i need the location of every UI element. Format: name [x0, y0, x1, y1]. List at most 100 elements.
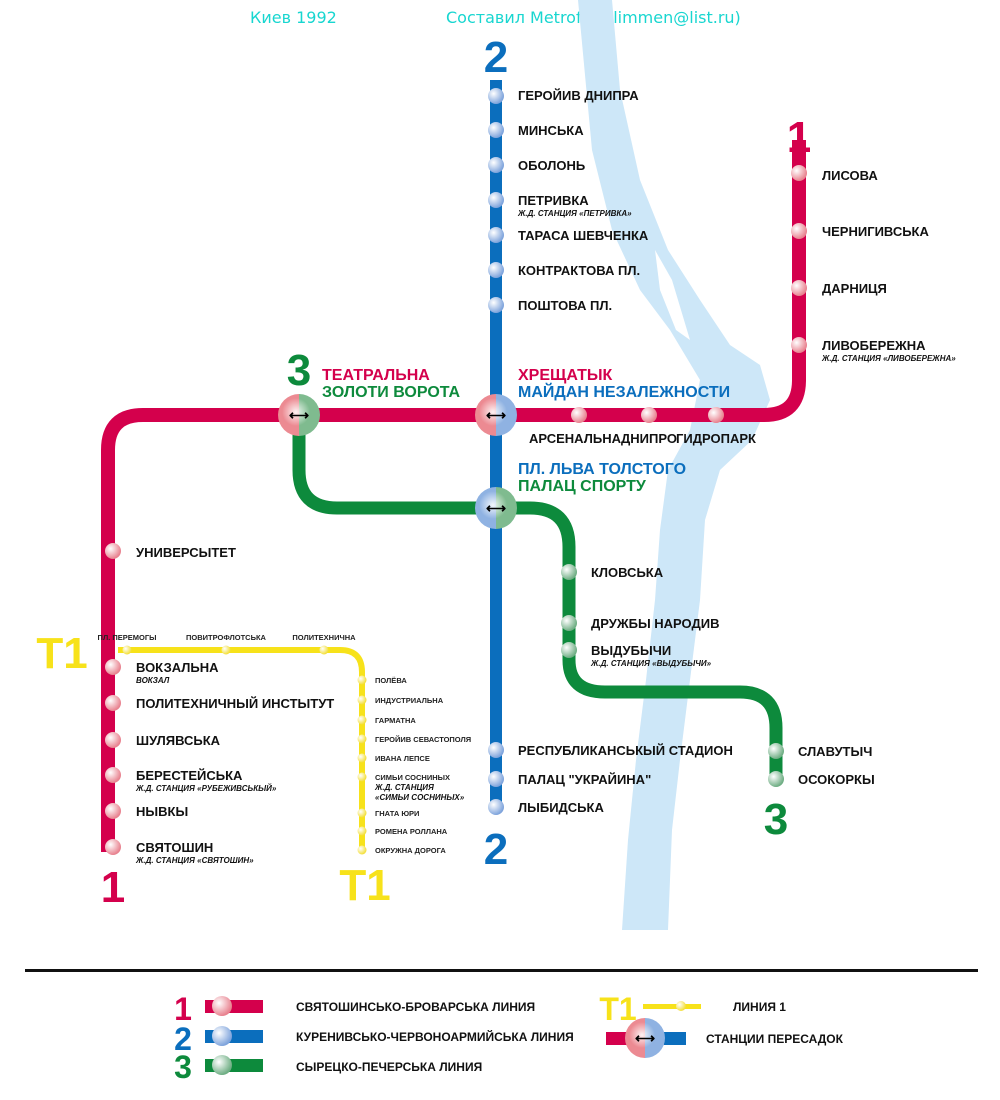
station-marker[interactable]: [791, 165, 807, 181]
station-marker[interactable]: [105, 659, 121, 675]
station-marker[interactable]: [488, 192, 504, 208]
station-marker[interactable]: [105, 732, 121, 748]
station-marker[interactable]: [357, 772, 367, 782]
station-marker[interactable]: [791, 280, 807, 296]
station-marker[interactable]: [488, 742, 504, 758]
station-t1[interactable]: РОМЕНА РОЛЛАНА: [357, 826, 448, 837]
station-marker[interactable]: [105, 767, 121, 783]
station-label: ИВАНА ЛЕПСЕ: [375, 754, 430, 763]
interchange-tolstoho[interactable]: ⟷: [475, 487, 517, 529]
station-marker[interactable]: [357, 675, 367, 685]
station-t1[interactable]: ГАРМАТНА: [357, 715, 417, 726]
station-line2[interactable]: ГЕРОЙИВ ДНИПРА: [488, 88, 639, 104]
station-line1[interactable]: УНИВЕРСЫТЕТ: [105, 543, 236, 560]
station-marker[interactable]: [488, 262, 504, 278]
station-marker[interactable]: [768, 743, 784, 759]
station-line3[interactable]: ДРУЖБЫ НАРОДИВ: [561, 615, 720, 631]
station-marker[interactable]: [357, 753, 367, 763]
station-marker[interactable]: [708, 407, 724, 423]
legend-line-1-label: СВЯТОШИНСЬКО-БРОВАРСЬКА ЛИНИЯ: [296, 1000, 535, 1014]
station-marker[interactable]: [105, 839, 121, 855]
station-t1[interactable]: ИНДУСТРИАЛЬНА: [357, 695, 444, 706]
station-marker[interactable]: [488, 297, 504, 313]
station-line2[interactable]: ПАЛАЦ "УКРАЙИНА": [488, 771, 651, 787]
station-marker[interactable]: [357, 845, 367, 855]
station-marker[interactable]: [791, 337, 807, 353]
station-marker[interactable]: [791, 223, 807, 239]
station-marker[interactable]: [357, 695, 367, 705]
station-t1[interactable]: ОКРУЖНА ДОРОГА: [357, 845, 447, 856]
station-t1[interactable]: ГЕРОЙИВ СЕВАСТОПОЛЯ: [357, 734, 472, 745]
station-t1[interactable]: ПОВИТРОФЛОТСЬКА: [186, 633, 267, 655]
station-line1[interactable]: ПОЛИТЕХНИЧНЫЙ ИНСТЫТУТ: [105, 695, 334, 711]
station-marker[interactable]: [488, 771, 504, 787]
line-3-number-top: 3: [287, 346, 311, 395]
station-line1[interactable]: АРСЕНАЛЬНА: [529, 407, 622, 446]
station-marker[interactable]: [357, 715, 367, 725]
station-line1[interactable]: ЛИСОВА: [791, 165, 878, 183]
station-marker[interactable]: [105, 543, 121, 559]
station-t1[interactable]: ПОЛЁВА: [357, 675, 408, 686]
station-t1[interactable]: ГНАТА ЮРИ: [357, 808, 420, 819]
station-marker[interactable]: [357, 734, 367, 744]
station-line2[interactable]: РЕСПУБЛИКАНСЬКЫЙ СТАДИОН: [488, 742, 733, 758]
station-line2[interactable]: ОБОЛОНЬ: [488, 157, 585, 173]
station-label: СЛАВУТЫЧ: [798, 744, 872, 759]
river-dnipro: [578, 0, 770, 930]
station-t1[interactable]: ПЛ. ПЕРЕМОГЫ: [98, 633, 157, 655]
station-marker[interactable]: [488, 157, 504, 173]
legend-line-3-station: [212, 1055, 232, 1075]
station-marker[interactable]: [319, 645, 329, 655]
station-label: ПОЛИТЕХНИЧНЫЙ ИНСТЫТУТ: [136, 696, 334, 711]
station-line2[interactable]: ТАРАСА ШЕВЧЕНКА: [488, 227, 649, 243]
station-marker[interactable]: [571, 407, 587, 423]
station-line1[interactable]: НЫВКЫ: [105, 803, 188, 819]
station-marker[interactable]: [488, 799, 504, 815]
station-line1[interactable]: ДАРНИЦЯ: [791, 280, 887, 296]
station-t1[interactable]: ПОЛИТЕХНИЧНА: [292, 633, 356, 655]
interchange-label-palats-sportu: ПАЛАЦ СПОРТУ: [518, 478, 647, 495]
station-line1[interactable]: ШУЛЯВСЬКА: [105, 732, 221, 748]
legend-line-2-label: КУРЕНИВСЬКО-ЧЕРВОНОАРМИЙСЬКА ЛИНИЯ: [296, 1029, 574, 1044]
station-marker[interactable]: [357, 826, 367, 836]
legend: 1 СВЯТОШИНСЬКО-БРОВАРСЬКА ЛИНИЯ 2 КУРЕНИ…: [174, 991, 844, 1085]
station-label: НЫВКЫ: [136, 804, 188, 819]
station-marker[interactable]: [768, 771, 784, 787]
station-line2[interactable]: ЛЫБИДСЬКА: [488, 799, 604, 815]
interchange-khreshchatyk[interactable]: ⟷: [475, 394, 517, 436]
station-marker[interactable]: [105, 803, 121, 819]
station-marker[interactable]: [221, 645, 231, 655]
station-line3[interactable]: СЛАВУТЫЧ: [768, 743, 872, 759]
station-marker[interactable]: [488, 227, 504, 243]
station-marker[interactable]: [561, 564, 577, 580]
station-line1[interactable]: ЧЕРНИГИВСЬКА: [791, 223, 929, 239]
station-label: РЕСПУБЛИКАНСЬКЫЙ СТАДИОН: [518, 743, 733, 758]
station-marker[interactable]: [122, 645, 132, 655]
interchange-teatralna[interactable]: ⟷: [278, 394, 320, 436]
station-line3[interactable]: ОСОКОРКЫ: [768, 771, 875, 787]
station-marker[interactable]: [357, 808, 367, 818]
station-line2[interactable]: КОНТРАКТОВА ПЛ.: [488, 262, 640, 278]
station-line3[interactable]: КЛОВСЬКА: [561, 564, 664, 580]
station-marker[interactable]: [561, 642, 577, 658]
station-marker[interactable]: [105, 695, 121, 711]
station-marker[interactable]: [488, 88, 504, 104]
station-t1[interactable]: ИВАНА ЛЕПСЕ: [357, 753, 430, 764]
station-line2[interactable]: МИНСЬКА: [488, 122, 584, 138]
station-line1[interactable]: ДНИПРО: [621, 407, 677, 446]
station-marker[interactable]: [488, 122, 504, 138]
station-marker[interactable]: [641, 407, 657, 423]
station-line2[interactable]: ПОШТОВА ПЛ.: [488, 297, 612, 313]
station-label: ГИДРОПАРК: [676, 431, 756, 446]
interchange-label-tolstoho: ПЛ. ЛЬВА ТОЛСТОГО: [518, 461, 686, 478]
station-line1[interactable]: ГИДРОПАРК: [676, 407, 756, 446]
station-sublabel: ВОКЗАЛ: [136, 676, 170, 685]
station-marker[interactable]: [561, 615, 577, 631]
